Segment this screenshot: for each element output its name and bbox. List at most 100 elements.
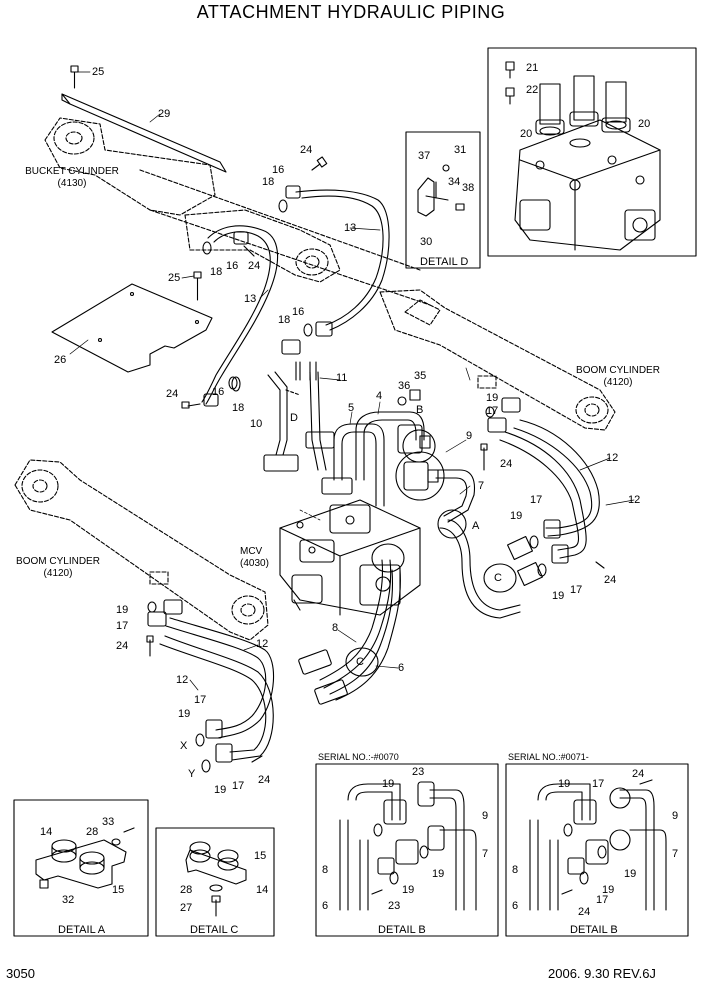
tube-4 bbox=[355, 411, 425, 481]
callout: 25 bbox=[168, 272, 181, 284]
callout: 24 bbox=[166, 388, 179, 400]
tube-right-loop bbox=[437, 509, 521, 619]
bolt-25-mid bbox=[193, 271, 202, 301]
callout: 9 bbox=[482, 810, 489, 822]
serial-label-right: SERIAL NO.:#0071- bbox=[508, 752, 589, 762]
detail-b-right-box bbox=[505, 763, 689, 937]
callout: 19 bbox=[558, 778, 571, 790]
hose-13-a bbox=[201, 225, 279, 405]
tube-7 bbox=[435, 469, 476, 523]
detail-d-box bbox=[405, 131, 481, 269]
callout: 17 bbox=[194, 694, 207, 706]
tube-11 bbox=[295, 361, 353, 495]
callout: 37 bbox=[418, 150, 431, 162]
detail-c-box bbox=[155, 827, 275, 937]
page-title: ATTACHMENT HYDRAULIC PIPING bbox=[196, 2, 506, 22]
callout: 21 bbox=[526, 62, 539, 74]
detail-c-caption: DETAIL C bbox=[190, 924, 239, 936]
bolt-25-top bbox=[70, 65, 79, 89]
callout: 19 bbox=[402, 884, 415, 896]
valve-detail-box bbox=[487, 47, 697, 257]
cover-plate-26 bbox=[51, 283, 213, 373]
callout: 17 bbox=[486, 405, 499, 417]
callout: 19 bbox=[178, 708, 191, 720]
callout: B bbox=[416, 404, 424, 416]
callout: Y bbox=[188, 768, 196, 780]
callout: 16 bbox=[272, 164, 285, 176]
callout: 9 bbox=[672, 810, 679, 822]
detail-b-left-box bbox=[315, 763, 499, 937]
callout: 7 bbox=[482, 848, 489, 860]
callout: 19 bbox=[382, 778, 395, 790]
callout: 24 bbox=[500, 458, 513, 470]
callout: 24 bbox=[258, 774, 271, 786]
callout: 17 bbox=[592, 778, 605, 790]
bracket-29 bbox=[61, 93, 227, 173]
callout: 11 bbox=[336, 372, 348, 384]
detail-c-part bbox=[185, 841, 247, 917]
valve-detail-body bbox=[505, 61, 661, 251]
callout: 22 bbox=[526, 84, 539, 96]
callout: 19 bbox=[552, 590, 565, 602]
callout: 19 bbox=[510, 510, 523, 522]
callout: 33 bbox=[102, 816, 115, 828]
detail-a-part bbox=[35, 827, 135, 889]
callout: 20 bbox=[520, 128, 533, 140]
callout: 24 bbox=[604, 574, 617, 586]
callout: 19 bbox=[116, 604, 129, 616]
callout: 34 bbox=[448, 176, 461, 188]
boom-link bbox=[184, 209, 341, 283]
callout: 15 bbox=[254, 850, 267, 862]
detail-b-left-tubes bbox=[339, 781, 477, 911]
callout: 19 bbox=[214, 784, 227, 796]
callout: 24 bbox=[116, 640, 129, 652]
callout: 36 bbox=[398, 380, 411, 392]
callout: 14 bbox=[256, 884, 269, 896]
callout: 15 bbox=[112, 884, 125, 896]
callout: 14 bbox=[40, 826, 53, 838]
callout: D bbox=[290, 412, 298, 424]
callout: 32 bbox=[62, 894, 75, 906]
callout: 18 bbox=[278, 314, 291, 326]
callout: 26 bbox=[54, 354, 67, 366]
callout: 8 bbox=[332, 622, 339, 634]
callout: 9 bbox=[466, 430, 473, 442]
detail-b-left-caption: DETAIL B bbox=[378, 924, 426, 936]
page-number: 3050 bbox=[6, 966, 35, 981]
callout: 17 bbox=[116, 620, 129, 632]
detail-b-right-tubes bbox=[529, 779, 667, 911]
callout: 16 bbox=[212, 386, 225, 398]
callout: 13 bbox=[344, 222, 357, 234]
callout: A bbox=[472, 520, 480, 532]
callout: 35 bbox=[414, 370, 427, 382]
callout: 24 bbox=[248, 260, 261, 272]
callout: 12 bbox=[606, 452, 619, 464]
callout: C bbox=[356, 656, 364, 668]
detail-b-right-caption: DETAIL B bbox=[570, 924, 618, 936]
callout: 4 bbox=[376, 390, 383, 402]
callout: 6 bbox=[322, 900, 329, 912]
callout: 30 bbox=[420, 236, 433, 248]
serial-label-left: SERIAL NO.:-#0070 bbox=[318, 752, 399, 762]
hose-13-b bbox=[295, 189, 390, 331]
callout: 7 bbox=[478, 480, 485, 492]
callout: 28 bbox=[86, 826, 99, 838]
callout: X bbox=[180, 740, 188, 752]
boom-cylinder-right bbox=[379, 289, 616, 431]
callout: 17 bbox=[232, 780, 245, 792]
detail-d-caption: DETAIL D bbox=[420, 256, 469, 268]
callout: 24 bbox=[632, 768, 645, 780]
callout: 20 bbox=[638, 118, 651, 130]
boom-cylinder-right-label: BOOM CYLINDER (4120) bbox=[576, 365, 660, 388]
mcv-label: MCV (4030) bbox=[240, 546, 269, 569]
callout: 17 bbox=[530, 494, 543, 506]
callout: 27 bbox=[180, 902, 193, 914]
callout: 23 bbox=[412, 766, 425, 778]
callout: 25 bbox=[92, 66, 105, 78]
callout: 8 bbox=[512, 864, 519, 876]
callout: 7 bbox=[672, 848, 679, 860]
tubes-6-8 bbox=[298, 543, 405, 705]
tubes-12-right bbox=[499, 419, 600, 559]
callout: 18 bbox=[210, 266, 223, 278]
